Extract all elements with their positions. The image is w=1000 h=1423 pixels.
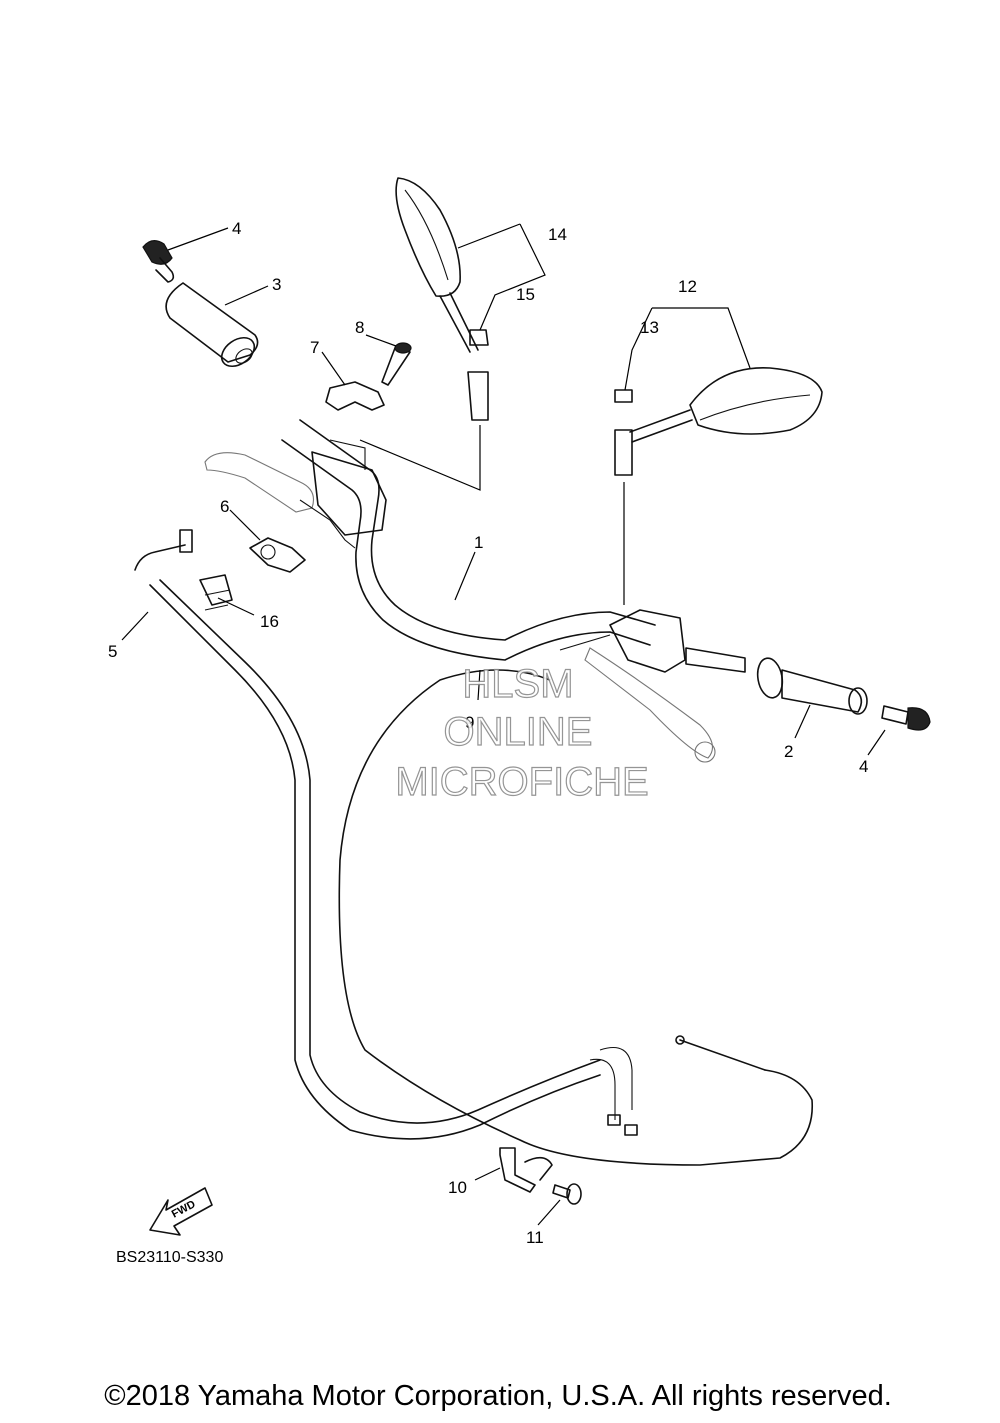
callout-2: 2 bbox=[784, 742, 793, 761]
right-mirror bbox=[614, 367, 823, 476]
callout-12: 12 bbox=[678, 277, 697, 296]
callout-6: 6 bbox=[220, 497, 229, 516]
cable-bracket bbox=[499, 1147, 553, 1193]
copyright-notice: ©2018 Yamaha Motor Corporation, U.S.A. A… bbox=[104, 1380, 892, 1412]
watermark-line3: MICROFICHE bbox=[395, 760, 648, 804]
left-mirror bbox=[395, 177, 489, 421]
throttle-cable bbox=[134, 529, 638, 1140]
callout-13: 13 bbox=[640, 318, 659, 337]
clutch-lever-assembly bbox=[204, 439, 387, 549]
cable-guide bbox=[249, 537, 306, 573]
callout-11: 11 bbox=[526, 1228, 544, 1247]
clutch-cable bbox=[338, 669, 813, 1166]
left-grip bbox=[165, 282, 259, 368]
brake-lever-assembly bbox=[559, 609, 716, 763]
leader-lines bbox=[121, 223, 886, 1226]
callout-4-right: 4 bbox=[859, 757, 868, 776]
forward-arrow-icon: FWD bbox=[149, 1187, 213, 1236]
clamp-bolt bbox=[381, 342, 412, 386]
callout-10: 10 bbox=[448, 1178, 467, 1197]
callout-3: 3 bbox=[272, 275, 281, 294]
callout-15: 15 bbox=[516, 285, 535, 304]
left-bar-end bbox=[142, 240, 175, 283]
callout-5: 5 bbox=[108, 642, 117, 661]
callout-8: 8 bbox=[355, 318, 364, 337]
lever-holder bbox=[325, 381, 385, 411]
callout-16: 16 bbox=[260, 612, 279, 631]
callout-4-left: 4 bbox=[232, 219, 241, 238]
callout-7: 7 bbox=[310, 338, 319, 357]
watermark: HLSM ONLINE MICROFICHE bbox=[395, 661, 650, 804]
diagram-code: BS23110-S330 bbox=[116, 1249, 223, 1266]
right-bar-end bbox=[881, 705, 931, 731]
cable-holder bbox=[199, 574, 233, 611]
fwd-label: FWD bbox=[170, 1198, 198, 1220]
bracket-bolt bbox=[552, 1183, 582, 1205]
callout-14: 14 bbox=[548, 225, 567, 244]
handlebar bbox=[281, 419, 656, 661]
right-grip bbox=[685, 647, 868, 715]
watermark-line2: ONLINE bbox=[444, 710, 593, 754]
watermark-line1: HLSM bbox=[462, 662, 573, 706]
callout-9: 9 bbox=[465, 713, 474, 732]
callout-numbers: 1 2 3 4 4 5 6 7 8 9 10 11 12 13 14 15 16 bbox=[108, 219, 868, 1247]
callout-1: 1 bbox=[474, 533, 483, 552]
